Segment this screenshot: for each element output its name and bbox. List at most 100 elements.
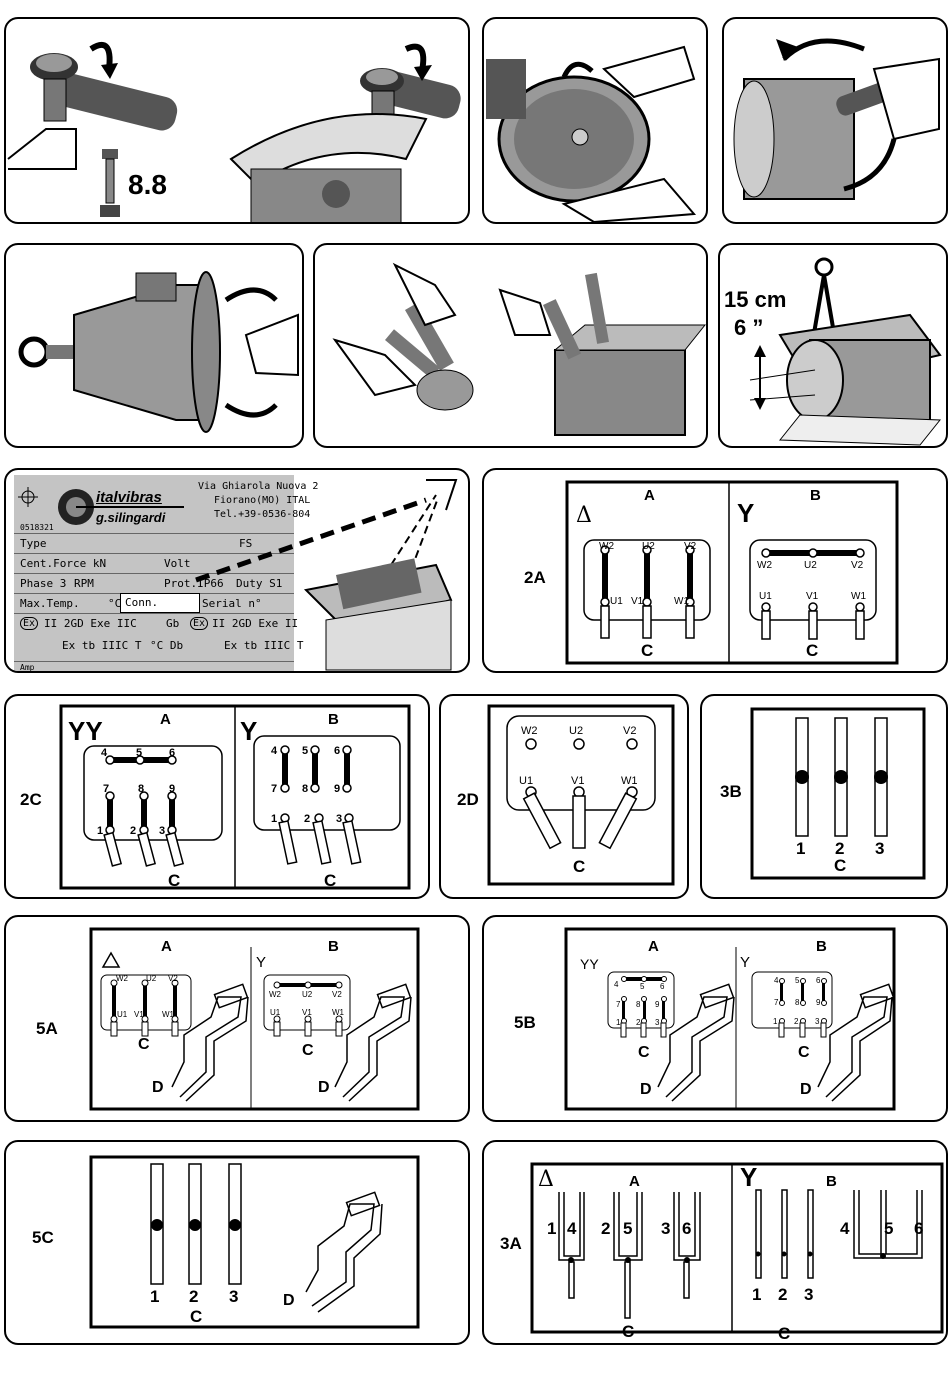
label-C-right: C	[806, 641, 818, 660]
address-line-1: Via Ghiarola Nuova 2	[198, 481, 319, 492]
star-term-top-3: V2	[851, 560, 864, 571]
b-3: 3	[804, 1285, 813, 1304]
star-symbol: Y	[240, 716, 257, 746]
serial-code: 0518321	[20, 523, 54, 532]
diagram-2D: W2 U2 V2 U1 V1 W1 C	[487, 704, 675, 886]
diagram-label-2D: 2D	[457, 790, 479, 809]
label-D: D	[283, 1292, 295, 1309]
cover-removal-illustration	[486, 45, 697, 222]
t8: 8	[138, 783, 144, 795]
b-term-bot-2: V1	[302, 1008, 312, 1017]
ex-mark: Ex	[20, 617, 39, 630]
b-t1: 1	[773, 1017, 778, 1026]
diagram-label-5C: 5C	[32, 1228, 54, 1247]
double-star-symbol: YY	[68, 716, 103, 746]
a-t8: 8	[636, 1000, 641, 1009]
star-term-bot-1: U1	[759, 591, 772, 602]
a-t3: 3	[655, 1018, 660, 1027]
b-4: 4	[840, 1219, 850, 1238]
label-D-left: D	[152, 1079, 164, 1096]
term-bot-2: V1	[571, 775, 584, 787]
star-term-top-2: U2	[804, 560, 817, 571]
panel-motor-eyebolt	[4, 243, 304, 448]
b-t8: 8	[795, 998, 800, 1007]
panel-diagram-3A: 3A Δ Y A B C C 1 2	[482, 1140, 948, 1345]
label-C: C	[573, 857, 585, 876]
bolt-grade-label: 8.8	[128, 169, 167, 200]
field-amp: Amp	[20, 663, 35, 672]
a-term-bot-2: V1	[134, 1010, 144, 1019]
b-t4: 4	[774, 976, 779, 985]
atex-line-1: II 2GD Exe IIC	[44, 617, 137, 630]
terminal-box-illustration	[195, 479, 458, 671]
label-C-left: C	[638, 1044, 650, 1061]
a-term-top-1: W2	[116, 974, 129, 983]
panel-cover-removal	[482, 17, 708, 224]
term-bot-2: V1	[631, 596, 644, 607]
label-A: A	[629, 1173, 640, 1190]
label-B: B	[816, 938, 827, 955]
ex-mark-2: Ex	[190, 617, 209, 630]
field-rpm: RPM	[74, 577, 94, 590]
term-top-1: W2	[599, 541, 614, 552]
field-serial-no: Serial n°	[202, 597, 262, 610]
label-D-left: D	[640, 1081, 652, 1098]
a-t6: 6	[660, 982, 665, 991]
yt1: 1	[271, 813, 277, 825]
a-term-bot-3: W1	[162, 1010, 175, 1019]
star-symbol: Y	[737, 498, 754, 528]
label-C-right: C	[324, 871, 336, 890]
panel-diagram-5A: 5A A B Y C C	[4, 915, 470, 1122]
diagram-2C: A B YY Y C C 4 5 6 7 8 9 1 2 3 4 5 6 7 8…	[59, 704, 411, 890]
field-type: Type	[20, 537, 47, 550]
diagram-label-3B: 3B	[720, 782, 742, 801]
address-line-3: Tel.+39-0536-804	[214, 509, 311, 520]
star-term-top-1: W2	[757, 560, 772, 571]
term-top-2: U2	[569, 725, 583, 737]
panel-nameplate: 0518321 italvibras g.silingardi Via Ghia…	[4, 468, 470, 673]
yt4: 4	[271, 745, 278, 757]
diagram-5A: A B Y C C D D W2 U2 V2 U1 V1 W1 W2 U2 V2…	[89, 927, 420, 1111]
label-C-left: C	[138, 1036, 150, 1053]
atex-db: °C Db	[150, 639, 184, 652]
a-t1: 1	[616, 1018, 621, 1027]
label-A: A	[160, 711, 171, 728]
t2: 2	[130, 825, 136, 837]
label-C-left: C	[622, 1322, 634, 1341]
brand-logo	[18, 487, 184, 525]
atex-line-2: Ex tb IIIC T	[62, 639, 142, 652]
drop-height-cm: 15 cm	[724, 287, 787, 312]
t9: 9	[169, 783, 175, 795]
a-4: 4	[567, 1219, 577, 1238]
label-C-left: C	[168, 871, 180, 890]
panel-diagram-5B: 5B A B	[482, 915, 948, 1122]
b-6: 6	[914, 1219, 923, 1238]
yt6: 6	[334, 745, 340, 757]
diagram-label-3A: 3A	[500, 1234, 522, 1253]
a-t4: 4	[614, 980, 619, 989]
diagram-5B: A B YY Y C C D D 4 5 6 7 8 9 1 2 3 4 5 6…	[564, 927, 896, 1111]
label-A: A	[648, 938, 659, 955]
yt9: 9	[334, 783, 340, 795]
n2: 2	[835, 839, 844, 858]
label-D-right: D	[800, 1081, 812, 1098]
field-fs: FS	[239, 537, 253, 550]
atex-line-1b: II 2GD Exe II	[212, 617, 299, 630]
b-2: 2	[778, 1285, 787, 1304]
a-5: 5	[623, 1219, 632, 1238]
brand-bottom: g.silingardi	[96, 510, 166, 525]
field-duty: Duty S1	[236, 577, 283, 590]
diagram-5C: 1 2 3 C D	[89, 1155, 420, 1329]
label-C: C	[190, 1307, 202, 1326]
field-max-temp: Max.Temp.	[20, 597, 80, 610]
panel-drop-height: 15 cm 6 ”	[718, 243, 948, 448]
torque-wrench-illustration	[7, 42, 461, 222]
term-top-1: W2	[521, 725, 538, 737]
diagram-3B: 1 2 3 C	[750, 707, 926, 880]
label-B: B	[810, 487, 821, 504]
panel-bolt-tightening: 8.8	[4, 17, 470, 224]
diagram-3A: Δ Y A B C C 1 2 3 4 5 6 1 2 3 4 5 6	[530, 1162, 944, 1343]
star-term-bot-3: W1	[851, 591, 866, 602]
address-line-2: Fiorano(MO) ITAL	[214, 495, 311, 506]
panel-diagram-2C: 2C A B YY Y	[4, 694, 430, 899]
